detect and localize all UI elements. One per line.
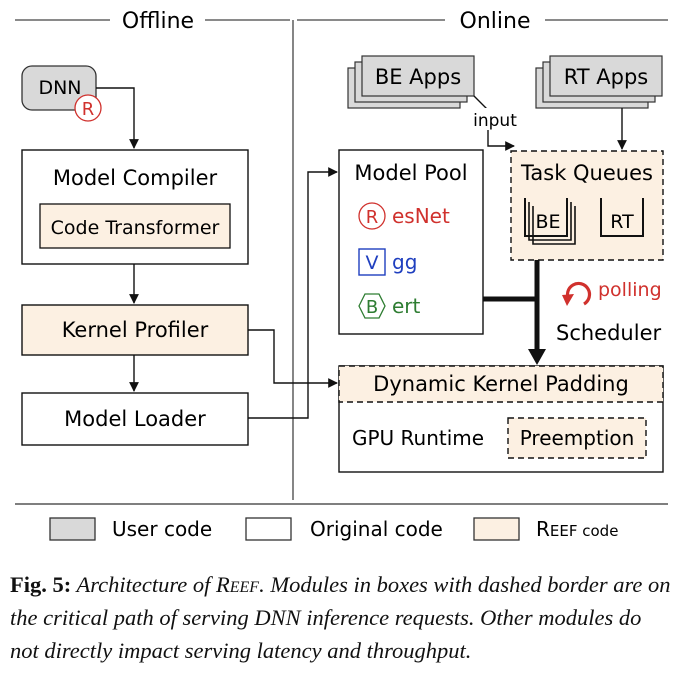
- vgg-badge-icon: [358, 248, 386, 276]
- resnet-label: esNet: [392, 204, 450, 228]
- code-transformer-label: Code Transformer: [51, 217, 220, 239]
- caption-reef: Reef: [216, 572, 260, 597]
- dynamic-kernel-padding-label: Dynamic Kernel Padding: [373, 372, 629, 396]
- kernel-profiler-label: Kernel Profiler: [62, 318, 209, 342]
- vgg-label: gg: [392, 250, 417, 274]
- section-title-online: Online: [460, 9, 531, 34]
- caption-label: Fig. 5:: [10, 572, 72, 597]
- arrow-loader-to-pool: [248, 167, 338, 419]
- caption-text-2: . Modules in boxes with dashed border ar…: [10, 572, 671, 663]
- arrow-profiler-to-padding: [248, 329, 338, 388]
- legend-original-code-label: Original code: [310, 517, 443, 541]
- vgg-badge-letter: V: [366, 252, 379, 274]
- dynamic-kernel-padding-box: [338, 365, 664, 403]
- bert-label: ert: [392, 294, 421, 318]
- be-apps-box: [361, 55, 475, 97]
- legend-original-code-swatch: [245, 517, 292, 541]
- preemption-label: Preemption: [520, 426, 635, 450]
- gpu-runtime-label: GPU Runtime: [352, 426, 484, 450]
- legend-reef-first-letter: R: [536, 517, 550, 541]
- resnet-badge-icon: [358, 202, 386, 230]
- queue-be-label: BE: [535, 211, 560, 233]
- queue-rt-icon: [600, 198, 644, 237]
- section-title-offline: Offline: [122, 9, 194, 34]
- rt-apps-box: [549, 55, 663, 97]
- arrow-dnn-to-compiler: [96, 87, 139, 149]
- bert-badge-icon: [358, 293, 386, 319]
- resnet-badge-letter: R: [366, 207, 379, 228]
- legend-reef-rest: EEF code: [550, 522, 619, 540]
- legend-reef-code-swatch: [473, 517, 520, 541]
- scheduler-label: Scheduler: [556, 321, 661, 345]
- bert-badge-letter: B: [366, 297, 378, 318]
- polling-icon-head: [562, 294, 574, 306]
- queue-be-back-icon: [532, 206, 576, 245]
- legend-user-code-label: User code: [112, 517, 212, 541]
- polling-icon: [565, 281, 592, 306]
- model-loader-box: [21, 392, 249, 446]
- legend-reef-code-label: REEF code: [536, 517, 618, 541]
- preemption-box: [507, 417, 647, 459]
- be-apps-label: BE Apps: [375, 65, 461, 89]
- dnn-label: DNN: [38, 77, 81, 99]
- code-transformer-box: [39, 203, 231, 249]
- model-compiler-label: Model Compiler: [53, 166, 218, 190]
- queue-be-front-icon: [524, 198, 568, 237]
- figure-caption: Fig. 5: Architecture of Reef. Modules in…: [10, 568, 674, 667]
- reef-badge-icon: [74, 94, 102, 122]
- architecture-diagram: Offline Online DNN R Model Compiler Code…: [15, 9, 668, 541]
- reef-badge-letter: R: [82, 99, 95, 120]
- queue-rt-label: RT: [610, 211, 634, 233]
- task-queues-label: Task Queues: [520, 161, 653, 185]
- task-queues-box: [510, 150, 664, 261]
- rt-apps-label: RT Apps: [564, 65, 649, 89]
- model-loader-label: Model Loader: [64, 407, 206, 431]
- scheduler-arrowhead: [528, 349, 546, 365]
- polling-label: polling: [598, 279, 662, 301]
- queue-be-mid-icon: [528, 202, 572, 241]
- input-label-bg: [467, 108, 523, 130]
- caption-text-1: Architecture of: [71, 572, 217, 597]
- model-pool-label: Model Pool: [354, 161, 467, 185]
- legend-user-code-swatch: [49, 517, 96, 541]
- kernel-profiler-box: [21, 304, 249, 356]
- input-label: input: [473, 111, 517, 131]
